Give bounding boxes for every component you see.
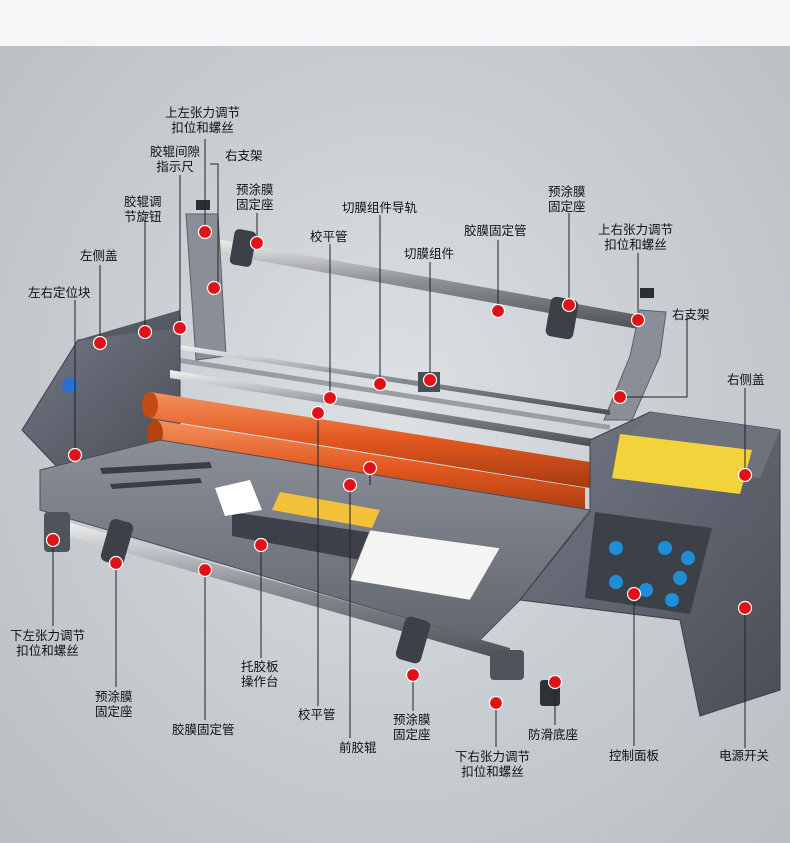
marker-anti-slip-base [547, 674, 563, 690]
leader-lines [52, 139, 746, 748]
label-upper-right-tension: 上右张力调节 扣位和螺丝 [598, 222, 674, 252]
marker-leveling-tube-bottom [310, 405, 326, 421]
callout-markers [45, 224, 753, 711]
cutter-guide-rail [180, 345, 610, 415]
label-front-roller: 前胶辊 [339, 740, 377, 755]
marker-front-roller [342, 477, 358, 493]
label-anti-slip-base: 防滑底座 [528, 727, 579, 742]
label-film-seat-bottom-right: 预涂膜 固定座 [393, 712, 431, 742]
marker-left-right-block [67, 447, 83, 463]
marker-film-seat-bottom-right [405, 667, 421, 683]
marker-front-roller-2 [362, 460, 378, 476]
marker-film-seat-bottom-left [108, 555, 124, 571]
label-upper-left-tension: 上左张力调节 扣位和螺丝 [165, 105, 241, 135]
label-film-seat-bottom-left: 预涂膜 固定座 [95, 689, 133, 719]
label-roller-knob: 胶辊调 节旋钮 [124, 194, 162, 224]
marker-film-holder-tube-top [490, 303, 506, 319]
label-film-seat-right-top: 预涂膜 固定座 [548, 184, 586, 214]
marker-right-bracket [612, 389, 628, 405]
label-lower-left-tension: 下左张力调节 扣位和螺丝 [10, 628, 86, 658]
marker-left-cover [92, 335, 108, 351]
marker-right-cover [737, 467, 753, 483]
label-power-switch: 电源开关 [719, 748, 770, 763]
label-right-cover: 右侧盖 [727, 372, 765, 387]
left-bracket [185, 200, 227, 361]
label-cutter-assembly: 切膜组件 [404, 246, 455, 261]
marker-film-seat-left-top [249, 235, 265, 251]
marker-film-seat-right-top [561, 297, 577, 313]
label-right-bracket-top: 右支架 [225, 148, 263, 163]
marker-lower-right-tension [488, 695, 504, 711]
marker-upper-left-tension [197, 224, 213, 240]
marker-power-switch [737, 600, 753, 616]
label-left-right-block: 左右定位块 [28, 285, 91, 300]
marker-tray-panel [253, 537, 269, 553]
label-film-holder-tube-top: 胶膜固定管 [464, 223, 527, 238]
marker-lower-left-tension [45, 532, 61, 548]
right-bracket [603, 288, 667, 421]
tray-table [39, 439, 591, 641]
marker-cutter-assembly [422, 372, 438, 388]
marker-cutter-guide [372, 376, 388, 392]
label-tray-panel: 托胶板 操作台 [241, 659, 279, 689]
label-leveling-tube-bottom: 校平管 [298, 707, 336, 722]
label-left-cover: 左侧盖 [80, 248, 118, 263]
label-cutter-guide: 切膜组件导轨 [342, 200, 418, 215]
right-control-box [519, 411, 781, 717]
label-lower-right-tension: 下右张力调节 扣位和螺丝 [455, 749, 531, 779]
marker-leveling-tube-top [322, 390, 338, 406]
marker-upper-right-tension [630, 312, 646, 328]
top-band [0, 0, 790, 46]
label-roller-gap-ruler: 胶辊间隙 指示尺 [150, 144, 201, 174]
marker-control-panel [626, 586, 642, 602]
label-leveling-tube-top: 校平管 [310, 229, 348, 244]
label-control-panel: 控制面板 [609, 748, 660, 763]
label-film-holder-tube-bottom: 胶膜固定管 [172, 722, 235, 737]
marker-film-holder-tube-bottom [197, 562, 213, 578]
marker-roller-gap-ruler [172, 320, 188, 336]
marker-roller-knob [137, 324, 153, 340]
label-right-bracket: 右支架 [672, 307, 710, 322]
marker-right-bracket-top [206, 280, 222, 296]
label-film-seat-left-top: 预涂膜 固定座 [236, 182, 274, 212]
